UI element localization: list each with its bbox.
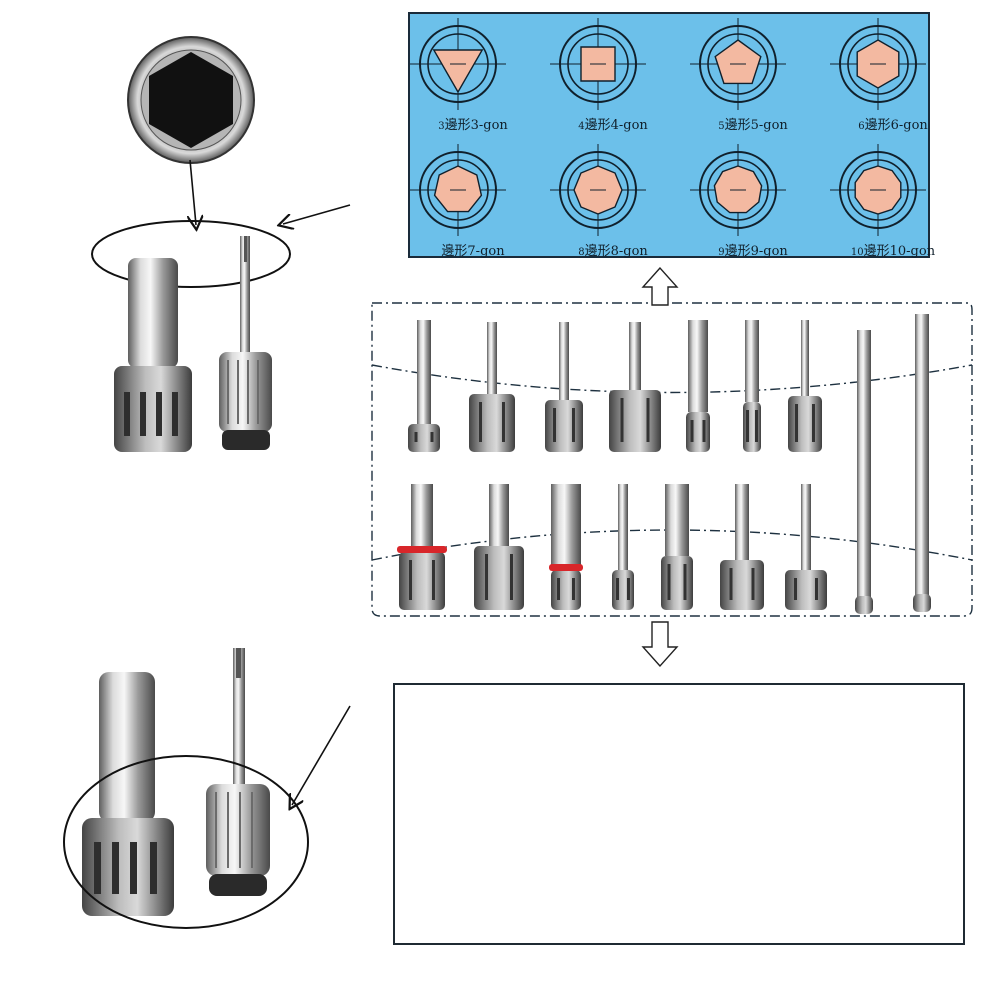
driver-tool	[661, 484, 693, 610]
hex-socket-icon	[127, 36, 255, 164]
polygon-9-icon	[690, 144, 786, 236]
polygon-5-icon	[690, 18, 786, 110]
polygon-text: 邊形9-gon	[724, 244, 788, 259]
pointer-arrow-left-bottom	[292, 705, 351, 805]
driver-tool	[545, 322, 583, 452]
driver-pair-bottom	[82, 648, 270, 916]
driver-tool	[743, 320, 761, 452]
polygon-number: 10	[850, 247, 864, 258]
polygon-cell-9: 9邊形9-gon	[688, 144, 818, 264]
driver-pair-top	[114, 236, 272, 452]
polygon-cell-4: 4邊形4-gon	[548, 18, 678, 138]
driver-tool	[720, 484, 764, 610]
polygon-text: 邊形8-gon	[584, 244, 648, 259]
polygon-label: 6邊形6-gon	[828, 114, 958, 133]
driver-tool	[855, 330, 873, 614]
polygon-shape	[713, 165, 763, 214]
driver-tool	[397, 484, 447, 610]
polygon-shape	[433, 165, 483, 213]
polygon-number: 3	[438, 121, 445, 132]
polygon-label: 邊形7-gon	[408, 240, 538, 259]
highlight-ellipse-bottom	[63, 755, 309, 929]
polygon-text: 邊形5-gon	[724, 118, 788, 133]
polygon-cell-7: 邊形7-gon	[408, 144, 538, 264]
polygon-7-icon	[410, 144, 506, 236]
polygon-label: 5邊形5-gon	[688, 114, 818, 133]
polygon-cell-6: 6邊形6-gon	[828, 18, 958, 138]
polygon-cell-3: 3邊形3-gon	[408, 18, 538, 138]
polygon-text: 邊形4-gon	[584, 118, 648, 133]
tool-row-bottom	[397, 484, 827, 610]
polygon-text: 邊形10-gon	[863, 244, 936, 259]
polygon-label: 3邊形3-gon	[408, 114, 538, 133]
polygon-label: 10邊形10-gon	[828, 240, 958, 259]
polygon-number: 4	[578, 121, 585, 132]
polygon-number: 5	[718, 121, 725, 132]
polygon-text: 邊形6-gon	[864, 118, 928, 133]
driver-tool	[785, 484, 827, 610]
polygon-3-icon	[410, 18, 506, 110]
polygon-text: 邊形7-gon	[441, 244, 505, 259]
driver-tool	[612, 484, 634, 610]
bit-catalog-panel	[393, 683, 965, 945]
double-arrow-down-icon	[641, 621, 679, 668]
polygon-label: 9邊形9-gon	[688, 240, 818, 259]
polygon-4-icon	[550, 18, 646, 110]
tool-row-top	[408, 314, 931, 614]
highlight-ellipse-top	[91, 220, 291, 288]
polygon-label: 4邊形4-gon	[548, 114, 678, 133]
polygon-number: 9	[718, 247, 725, 258]
driver-tool	[686, 320, 710, 452]
driver-tool	[408, 320, 440, 452]
polygon-number: 8	[578, 247, 585, 258]
polygon-cell-10: 10邊形10-gon	[828, 144, 958, 264]
polygon-8-icon	[550, 144, 646, 236]
polygon-text: 邊形3-gon	[444, 118, 508, 133]
driver-tool	[788, 320, 822, 452]
polygon-cell-5: 5邊形5-gon	[688, 18, 818, 138]
driver-tool	[549, 484, 583, 610]
double-arrow-up-icon	[641, 266, 679, 306]
polygon-number: 6	[858, 121, 865, 132]
polygon-10-icon	[830, 144, 926, 236]
polygon-cell-8: 8邊形8-gon	[548, 144, 678, 264]
polygon-socket-panel: 3邊形3-gon 4邊形4-gon 5邊形5-gon 6邊形6-gon 邊形7-gon 8…	[408, 12, 935, 259]
pointer-arrow-left-top	[283, 204, 351, 224]
pointer-arrow-down	[190, 159, 196, 225]
polygon-shape	[714, 39, 762, 85]
driver-tool	[913, 314, 931, 612]
driver-tool	[609, 322, 661, 452]
polygon-label: 8邊形8-gon	[548, 240, 678, 259]
polygon-shape	[432, 49, 484, 94]
polygon-6-icon	[830, 18, 926, 110]
driver-tool	[474, 484, 524, 610]
driver-tool	[469, 322, 515, 452]
